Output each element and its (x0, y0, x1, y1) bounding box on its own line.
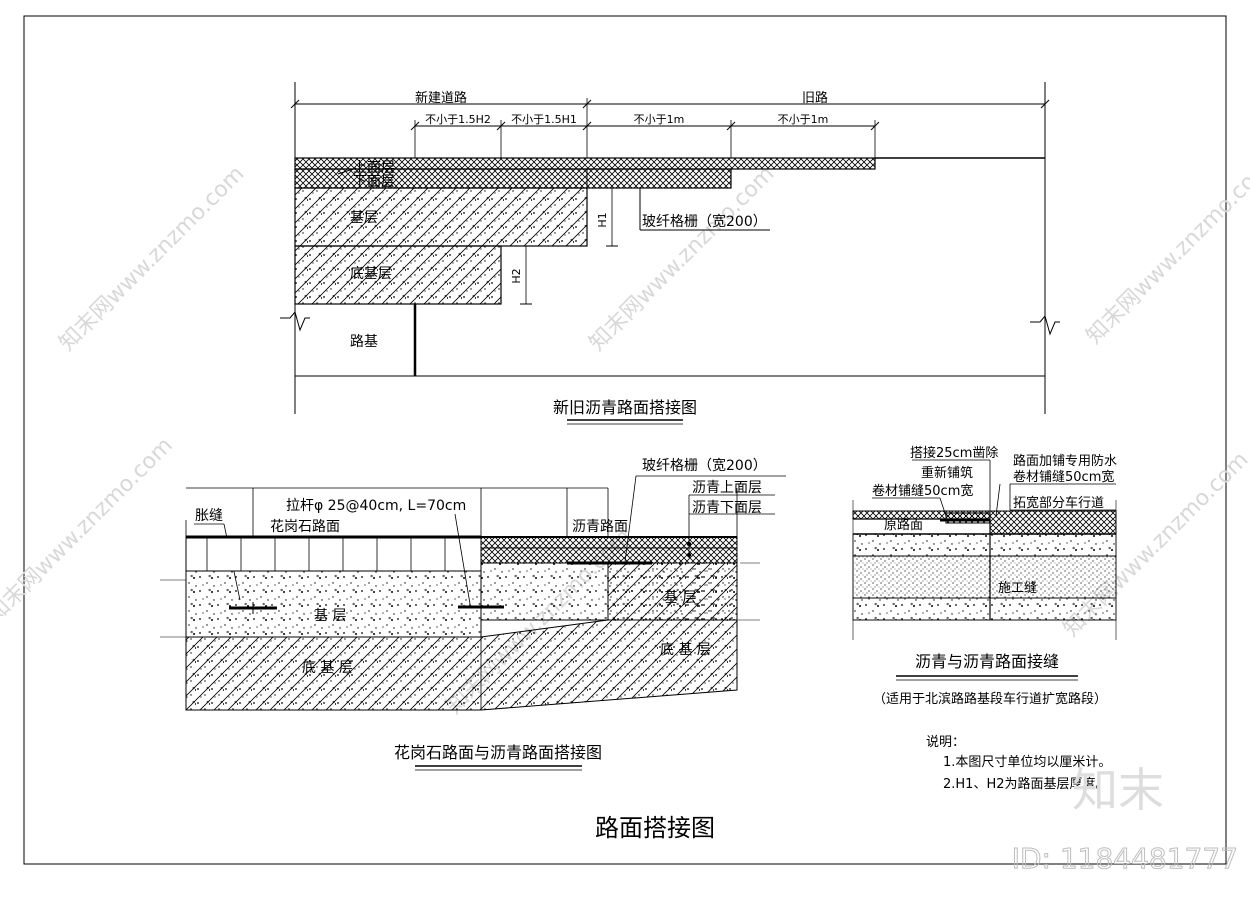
label-lower-layer: 下面层 (353, 174, 395, 190)
surface-layer-right (989, 510, 1117, 535)
label-widening: 拓宽部分车行道 (1013, 495, 1104, 511)
label-glass-grid-2: 玻纤格栅（宽200） (642, 457, 767, 474)
dim-1m-a: 不小于1m (634, 113, 685, 126)
granite-base-layer (185, 570, 482, 638)
asphalt-upper-layer (480, 536, 738, 549)
break-symbol-left (280, 310, 310, 332)
note-1: 1.本图尺寸单位均以厘米计。 (943, 755, 1111, 770)
label-construction-joint: 施工缝 (998, 581, 1037, 596)
joint-base-layer-1 (852, 533, 1117, 557)
label-base-left: 基 层 (314, 607, 346, 624)
label-repave: 重新铺筑 (921, 465, 973, 481)
figure2-title: 花岗石路面与沥青路面搭接图 (394, 743, 602, 762)
brand-logo: 知末 (1072, 763, 1164, 817)
note-2: 2.H1、H2为路面基层厚度。 (943, 776, 1109, 792)
label-upper-layer: 上面层 (353, 160, 395, 176)
figure3-subtitle: （适用于北滨路路基段车行道扩宽路段） (873, 691, 1107, 707)
watermark-text: 知末网www.znzmo.com (0, 433, 178, 628)
label-waterproof-2: 卷材铺缝50cm宽 (1013, 469, 1114, 485)
label-subbase: 底基层 (350, 265, 392, 282)
dim-1m-b: 不小于1m (778, 113, 829, 126)
dim-new-road: 新建道路 (415, 90, 467, 106)
label-lap-25cm: 搭接25cm凿除 (910, 445, 998, 461)
label-asphalt-lower: 沥青下面层 (692, 500, 762, 516)
watermarks: 知末网www.znzmo.com (55, 161, 250, 356)
label-asphalt-surface: 沥青路面 (572, 519, 628, 535)
subbase-layer (185, 619, 738, 711)
figure1-title: 新旧沥青路面搭接图 (553, 398, 697, 417)
label-asphalt-upper: 沥青上面层 (692, 480, 762, 496)
label-glass-grid: 玻纤格栅（宽200） (642, 213, 767, 230)
label-tie-bar: 拉杆φ 25@40cm, L=70cm (286, 498, 466, 514)
subbase-layer (294, 245, 502, 305)
id-label: ID: 1184481777 (1012, 842, 1238, 875)
label-subbase-right: 底 基 层 (660, 641, 711, 658)
figure-new-old-asphalt-lap: 新建道路 旧路 不小于1.5H2 不小于1.5H1 不小于1m 不小于1m 上面… (280, 82, 1060, 425)
label-expansion-joint: 胀缝 (195, 508, 223, 524)
label-original-road: 原路面 (884, 517, 923, 533)
dim-1-5-h2: 不小于1.5H2 (425, 113, 491, 126)
label-granite-surface: 花岗石路面 (270, 519, 340, 535)
dim-old-road: 旧路 (802, 90, 828, 106)
label-base: 基层 (350, 209, 378, 226)
base-layer (294, 187, 588, 247)
dim-1-5-h1: 不小于1.5H1 (511, 113, 577, 126)
figure3-title: 沥青与沥青路面接缝 (915, 652, 1059, 671)
joint-base-layer-2 (852, 555, 1117, 599)
watermark-text: 知末网www.znzmo.com (55, 161, 250, 356)
asphalt-lower-layer (480, 547, 738, 564)
label-subgrade: 路基 (350, 333, 378, 350)
label-h2: H2 (510, 268, 523, 283)
label-membrane-left: 卷材铺缝50cm宽 (872, 483, 973, 499)
figure-asphalt-asphalt-joint: 搭接25cm凿除 重新铺筑 卷材铺缝50cm宽 路面加铺专用防水 卷材铺缝50c… (852, 445, 1117, 707)
main-title: 路面搭接图 (595, 814, 715, 842)
granite-pavers (185, 536, 482, 572)
label-h1: H1 (596, 212, 609, 227)
label-base-right: 基 层 (664, 589, 696, 606)
figure-granite-asphalt-lap: 拉杆φ 25@40cm, L=70cm 花岗石路面 沥青路面 胀缝 (160, 457, 786, 771)
sheet-border (23, 15, 1227, 865)
watermark-text: 知末网www.znzmo.com (585, 161, 780, 356)
watermark-text: 知末网www.znzmo.com (1082, 154, 1250, 349)
break-symbol-right (1030, 314, 1060, 336)
label-waterproof-1: 路面加铺专用防水 (1013, 453, 1117, 469)
notes-heading: 说明： (926, 735, 965, 750)
notes: 说明： 1.本图尺寸单位均以厘米计。 2.H1、H2为路面基层厚度。 (926, 735, 1111, 792)
label-subbase-left: 底 基 层 (302, 659, 353, 676)
joint-subbase-layer (852, 597, 1117, 621)
